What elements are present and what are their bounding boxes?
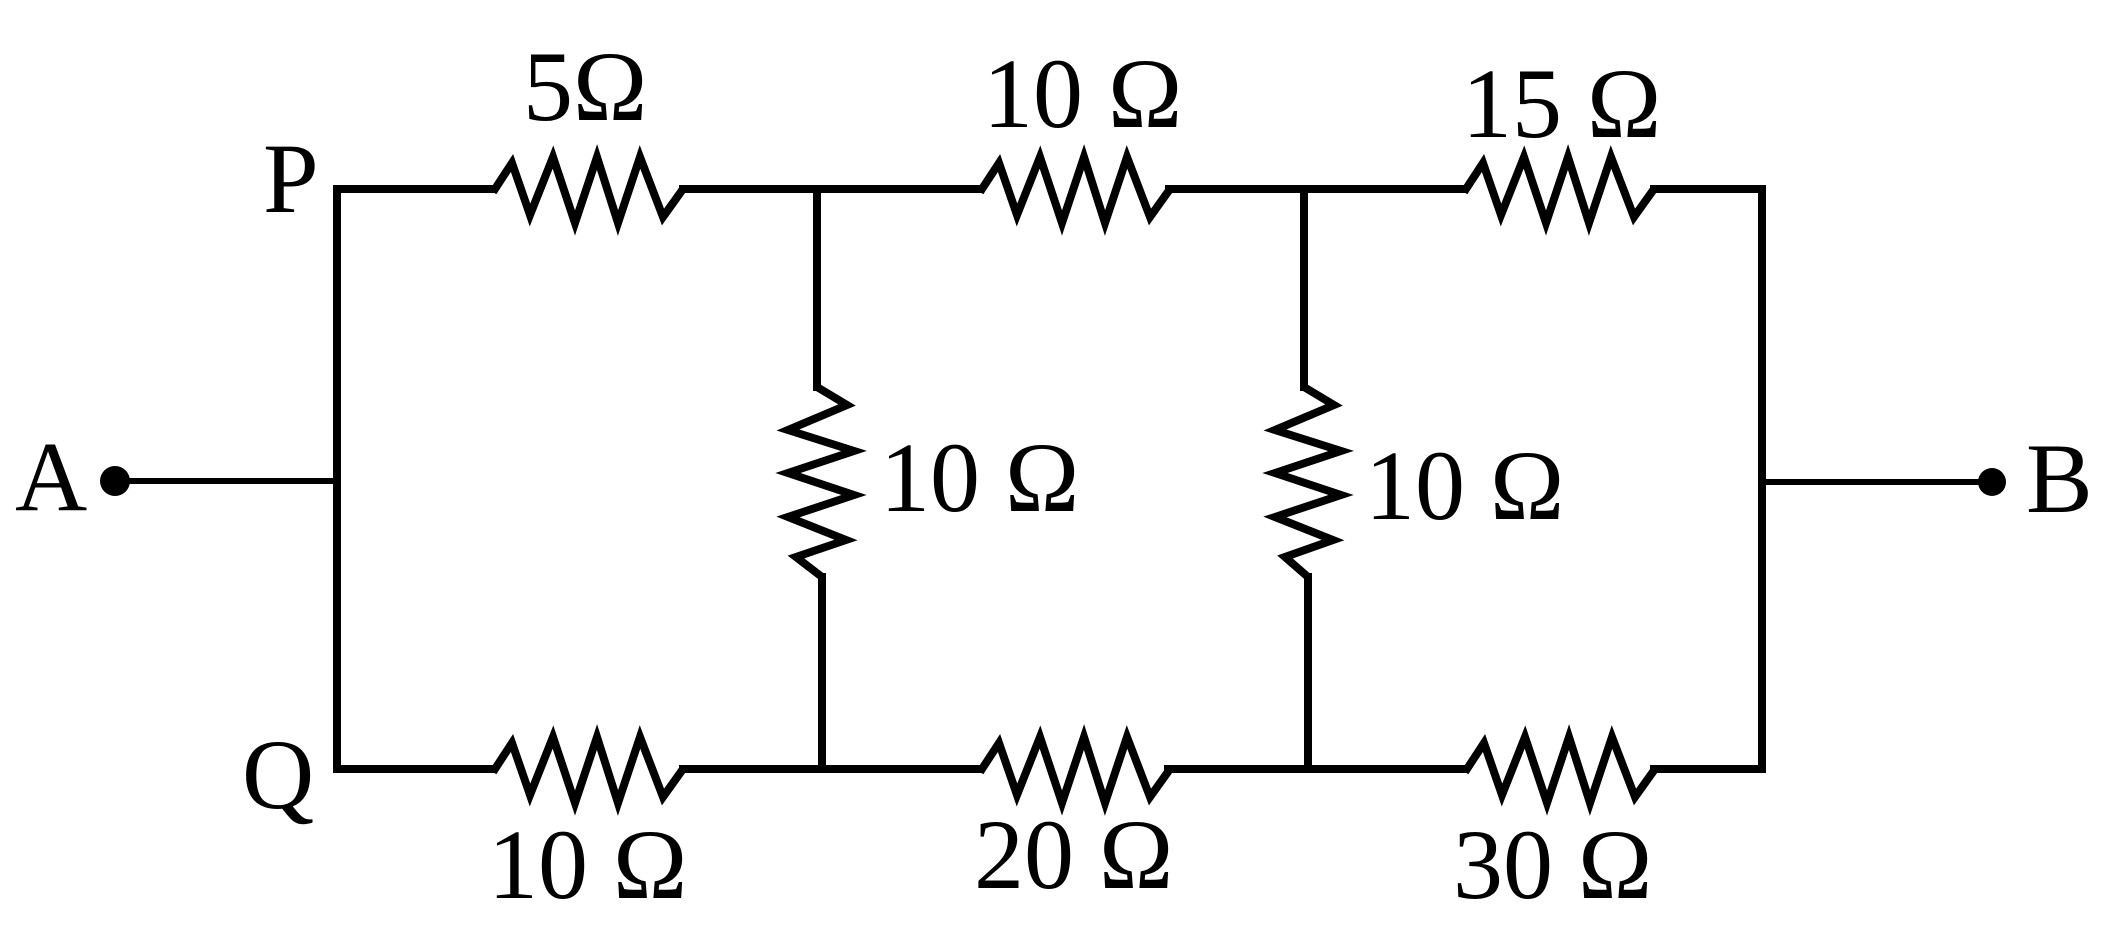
resistor-bottom-2-label: 20 Ω xyxy=(974,799,1173,910)
node-label-q: Q xyxy=(242,719,314,830)
resistor-bottom-1-zigzag xyxy=(489,724,687,816)
node-label-a: A xyxy=(15,421,87,532)
resistor-top-2-label: 10 Ω xyxy=(983,38,1182,149)
resistor-top-1-zigzag xyxy=(489,144,687,236)
resistor-mid-2-zigzag xyxy=(1262,383,1354,581)
left-rail-wire xyxy=(333,185,497,773)
resistor-mid-1-zigzag xyxy=(775,383,867,581)
resistor-mid-1-label: 10 Ω xyxy=(880,422,1079,533)
node-label-b: B xyxy=(2026,423,2093,534)
resistor-bottom-2-zigzag xyxy=(976,724,1174,816)
resistor-top-3-label: 15 Ω xyxy=(1462,48,1661,159)
resistor-top-3-zigzag xyxy=(1460,144,1658,236)
resistor-mid-2-label: 10 Ω xyxy=(1365,430,1564,541)
resistor-bottom-3-zigzag xyxy=(1461,724,1659,816)
resistor-bottom-3-label: 30 Ω xyxy=(1453,809,1652,920)
resistor-bottom-1-label: 10 Ω xyxy=(488,809,687,920)
resistor-top-1-label: 5Ω xyxy=(523,31,647,142)
node-label-p: P xyxy=(263,123,319,234)
right-rail-wire xyxy=(1650,185,1766,773)
resistor-top-2-zigzag xyxy=(976,144,1174,236)
